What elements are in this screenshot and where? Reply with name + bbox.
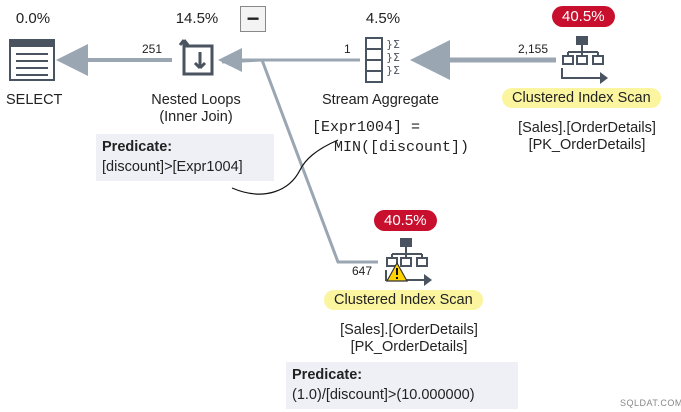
clustered-index-scan-top-icon[interactable] — [560, 34, 616, 84]
predicate-top-text: [discount]>[Expr1004] — [102, 159, 243, 175]
scan-bottom-object-line1: [Sales].[OrderDetails] — [340, 322, 478, 338]
svg-text:}Σ: }Σ — [386, 64, 400, 77]
scan-bottom-object: [Sales].[OrderDetails] [PK_OrderDetails] — [328, 322, 490, 356]
nested-loops-rows: 251 — [142, 42, 163, 56]
arrow-scan-bottom-to-nested — [221, 58, 378, 264]
warning-icon[interactable] — [386, 262, 408, 282]
svg-text:}Σ: }Σ — [386, 51, 400, 64]
scan-top-object-line2: [PK_OrderDetails] — [528, 137, 646, 153]
nested-loops-label: Nested Loops (Inner Join) — [136, 92, 256, 126]
select-label: SELECT — [6, 92, 63, 108]
scan-top-name: Clustered Index Scan — [502, 88, 661, 108]
scan-bottom-rows: 647 — [352, 264, 373, 278]
scan-top-label: Clustered Index Scan — [502, 88, 661, 108]
predicate-bottom-text: (1.0)/[discount]>(10.000000) — [292, 387, 475, 403]
stream-aggregate-icon[interactable]: }Σ }Σ }Σ — [362, 36, 412, 84]
select-percent: 0.0% — [15, 10, 51, 27]
predicate-bottom: Predicate: (1.0)/[discount]>(10.000000) — [286, 362, 518, 409]
expr-note-line2: MIN([discount]) — [334, 139, 470, 156]
stream-aggregate-label: Stream Aggregate — [322, 92, 439, 108]
scan-bottom-label: Clustered Index Scan — [324, 290, 483, 310]
nested-loops-icon[interactable] — [176, 38, 220, 82]
watermark: SQLDAT.COM — [620, 398, 681, 408]
predicate-top-heading: Predicate: — [102, 139, 173, 155]
stream-aggregate-rows: 1 — [344, 42, 351, 56]
scan-bottom-percent-badge: 40.5% — [374, 210, 437, 231]
scan-bottom-object-line2: [PK_OrderDetails] — [350, 339, 468, 355]
annotation-curve — [231, 139, 339, 195]
stream-aggregate-percent: 4.5% — [365, 10, 401, 27]
collapse-button[interactable]: − — [240, 6, 266, 32]
scan-top-object: [Sales].[OrderDetails] [PK_OrderDetails] — [506, 120, 668, 154]
clustered-index-scan-bottom-icon[interactable] — [384, 236, 440, 286]
nested-loops-label-line2: (Inner Join) — [159, 109, 233, 125]
nested-loops-percent: 14.5% — [175, 10, 219, 27]
svg-text:}Σ: }Σ — [386, 38, 400, 51]
expr-note: [Expr1004] = MIN([discount]) — [312, 118, 469, 158]
expr-note-line1: [Expr1004] = — [312, 119, 421, 136]
select-icon[interactable] — [8, 38, 56, 82]
nested-loops-label-line1: Nested Loops — [151, 92, 241, 108]
scan-top-percent-badge: 40.5% — [552, 6, 615, 27]
predicate-bottom-heading: Predicate: — [292, 367, 363, 383]
scan-top-object-line1: [Sales].[OrderDetails] — [518, 120, 656, 136]
scan-bottom-name: Clustered Index Scan — [324, 290, 483, 310]
predicate-top: Predicate: [discount]>[Expr1004] — [96, 134, 274, 181]
scan-top-rows: 2,155 — [518, 42, 549, 56]
